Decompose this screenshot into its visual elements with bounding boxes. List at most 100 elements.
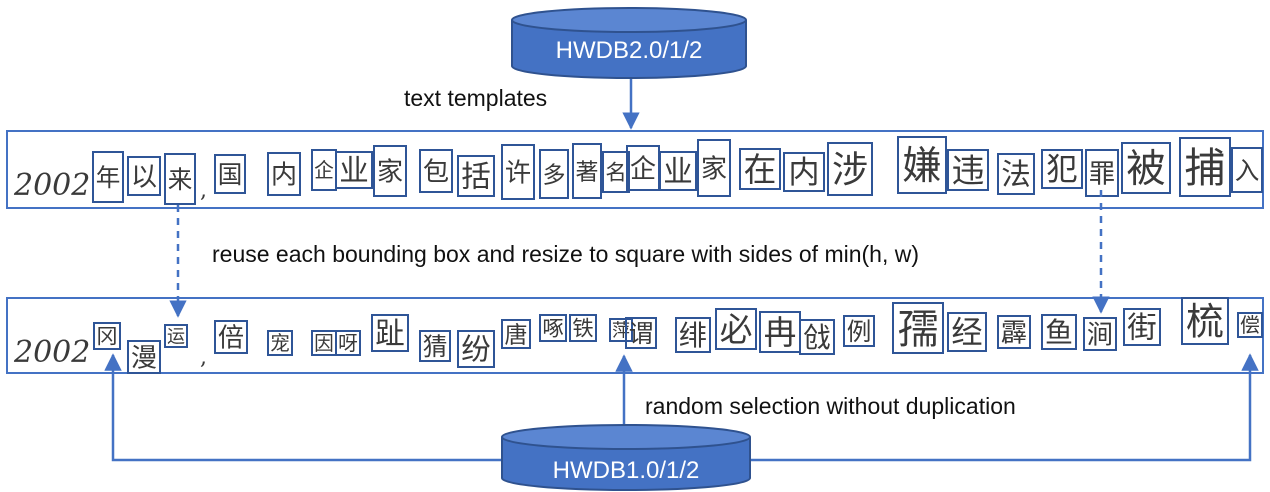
template-char-box [267,152,301,196]
template-char: 来 [168,165,193,194]
template-char-box [457,155,495,197]
synth-char-box [1041,314,1077,350]
synth-char-box [1083,317,1117,351]
template-char-box [897,136,947,194]
synth-char: 偿 [1240,314,1260,337]
synth-char: 猜 [423,332,448,361]
synth-char-box [799,319,835,355]
template-char: 许 [505,158,531,188]
template-char: 包 [423,157,449,187]
template-char: 家 [701,154,727,184]
synth-char-box [1237,312,1263,338]
synth-char: 涧 [1087,320,1113,350]
synth-char: 运 [167,326,185,347]
template-year: 2002 [13,168,90,203]
template-char: 嫌 [902,143,941,189]
template-char: 入 [1235,156,1260,185]
synth-char-box [93,322,121,350]
synth-char-box [164,324,188,348]
synth-char: 呀 [338,332,358,355]
template-line: 2002,年以来国内企业家包括许多著名企业家在内涉嫌违法犯罪被捕入 [13,136,1263,205]
synth-char: 宠 [270,332,290,355]
template-char: 犯 [1046,152,1077,188]
template-char: 在 [744,151,777,189]
synth-char: 纷 [461,333,491,367]
synth-char-box [675,317,711,353]
template-char-box [335,151,373,189]
db-label-bottom: HWDB1.0/1/2 [553,457,700,484]
template-char-box [739,148,781,190]
template-char-box [1231,147,1263,193]
db-cylinder-bottom: HWDB1.0/1/2 [501,424,751,491]
synth-char-box [625,317,657,349]
synth-char-box [997,315,1031,349]
template-char-box [827,142,873,196]
synth-char: 街 [1127,311,1157,345]
synth-char-box [371,314,409,352]
synth-year: 2002 [13,335,90,370]
template-char: 被 [1126,146,1165,192]
synth-char: 梳 [1186,300,1224,344]
template-char-box [501,144,535,200]
synth-char-box [843,315,875,347]
caption-random: random selection without duplication [645,393,1016,419]
synth-char-box [214,320,248,354]
template-char: 企 [314,159,334,182]
synth-char: 趾 [375,317,405,351]
synth-char: 冈 [96,325,117,350]
template-char: 以 [131,162,157,192]
template-char-box [1121,142,1171,194]
synth-char: 必 [720,311,753,349]
synth-char: 例 [847,317,872,346]
caption-templates: text templates [404,85,547,111]
template-char-box [659,151,697,191]
synth-char: 萍 [612,320,630,341]
connector-left [104,353,512,462]
synth-char-box [539,314,567,342]
template-char-box [92,151,124,203]
template-char: 业 [663,155,693,189]
template-char: 名 [605,161,626,186]
template-char-box [572,143,602,199]
template-char-box [997,153,1035,195]
synth-char: 孺 [898,305,939,353]
template-char-box [602,151,630,193]
synth-char-box [569,314,597,342]
synth-char: 绯 [679,319,707,352]
synth-char-box [715,308,757,350]
template-char: 多 [543,162,566,188]
synth-char: 谓 [629,319,654,348]
connector-right [746,353,1259,462]
synth-char-box [501,319,531,349]
template-char-box [697,139,731,197]
template-char: 业 [339,154,369,188]
synth-char: 霹 [1001,318,1027,348]
template-comma: , [200,178,207,203]
synth-char: 经 [951,315,982,351]
synth-char-box [457,330,495,368]
template-char-box [214,154,246,194]
synth-char: 戗 [803,321,831,354]
template-char-box [164,153,196,205]
template-char: 违 [952,152,985,190]
template-char-box [127,156,161,196]
template-char-box [1179,137,1231,197]
template-char: 家 [377,157,403,187]
synth-char: 啄 [542,317,563,342]
synth-char: 因 [314,332,334,355]
template-char-box [1041,149,1083,189]
synth-char-box [892,302,944,354]
synth-char: 唐 [505,322,528,348]
synth-char-box [335,330,361,356]
synth-char-box [609,318,633,342]
synth-char-box [947,312,987,352]
synth-char-box [1123,308,1161,346]
template-char: 法 [1001,158,1031,192]
template-char-box [947,149,989,191]
synth-char-box [267,330,293,356]
synth-char: 倍 [218,323,244,353]
template-char-box [783,152,825,192]
template-char: 捕 [1185,144,1226,192]
synth-comma: , [200,345,207,370]
